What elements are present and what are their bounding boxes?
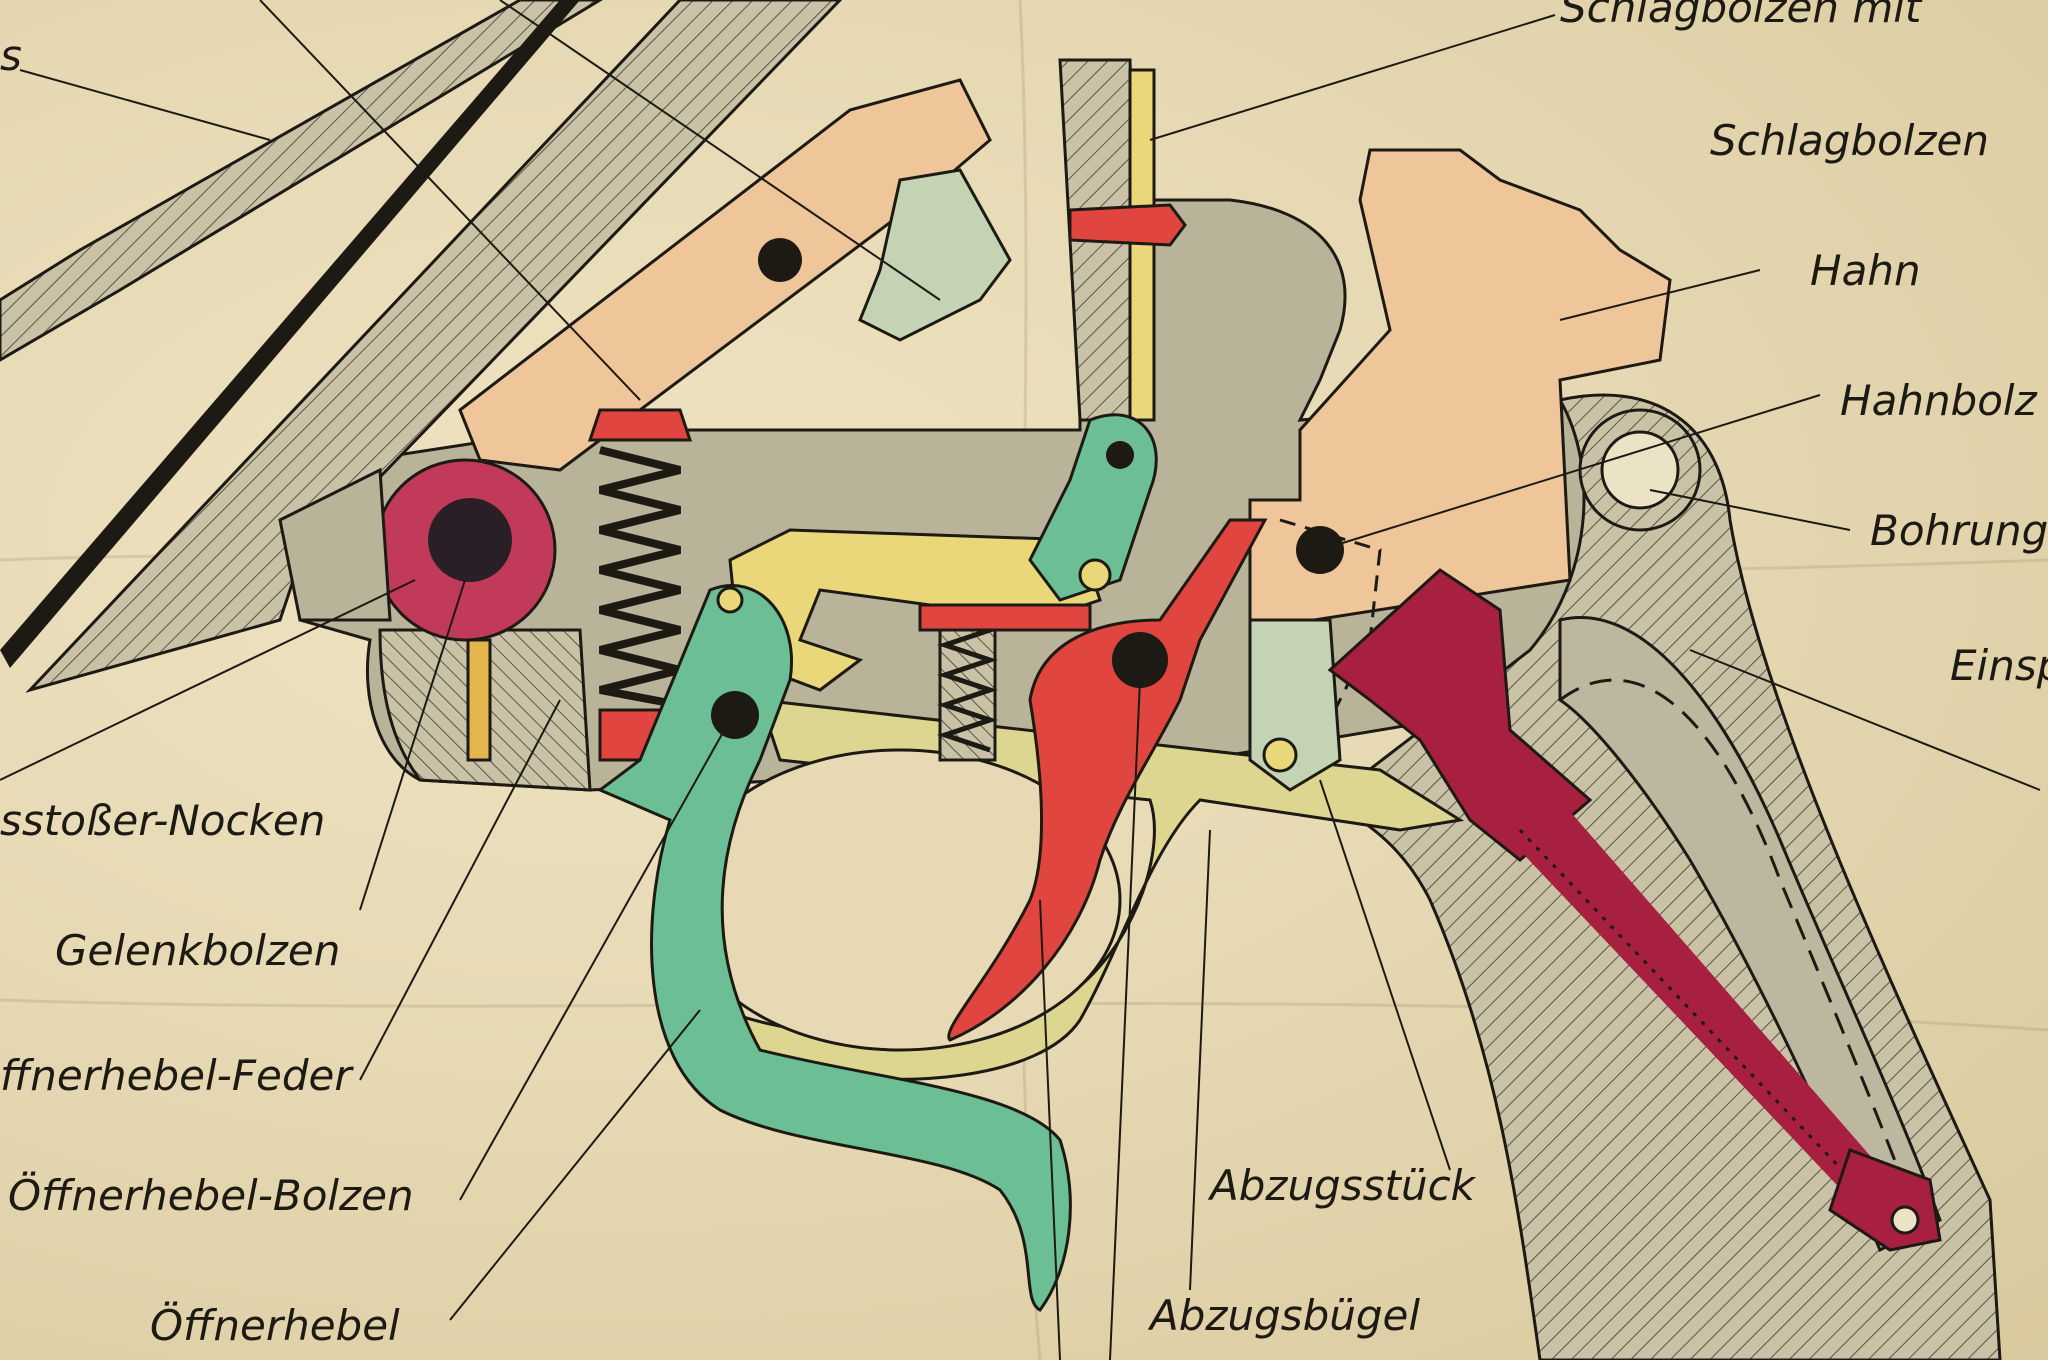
label-nocken: sstoßer-Nocken <box>0 796 325 845</box>
teal-link-pin <box>1106 441 1134 469</box>
sear-hole <box>1262 737 1298 773</box>
screw <box>466 638 492 762</box>
trigger-pin <box>1112 632 1168 688</box>
label-bohrung: Bohrung <box>1870 506 2048 555</box>
firing-pin <box>1068 203 1187 247</box>
bore-inner <box>1600 430 1680 510</box>
barrel-assembly <box>0 0 843 693</box>
grip-dashed-outline <box>1559 678 1912 1201</box>
trigger-spring <box>918 603 1092 762</box>
teal-link-hole <box>1078 558 1112 592</box>
sear <box>1248 618 1342 792</box>
hammer-dashed <box>1279 518 1382 741</box>
label-hahn: Hahn <box>1810 246 1921 295</box>
label-hahnbolzen: Hahnbolz <box>1840 376 2038 425</box>
yellow-lever <box>728 528 1102 692</box>
pale-green-bracket <box>858 168 1012 342</box>
label-oeffnerhebel-feder: ffnerhebel-Feder <box>0 1051 354 1100</box>
label-einsp: Einsp <box>1950 641 2048 690</box>
hammer <box>1248 148 1672 632</box>
grip-inner-panel <box>1558 616 1942 1253</box>
joint-pin <box>428 498 512 582</box>
label-s: s <box>0 31 22 80</box>
cam-guide <box>278 467 392 622</box>
hammer-spring <box>1510 800 1942 1252</box>
slide-pin <box>758 238 802 282</box>
label-oeffnerhebel-bolzen: Öffnerhebel-Bolzen <box>8 1170 414 1220</box>
opener-lever-hole <box>716 586 744 614</box>
trigger <box>947 518 1268 1042</box>
label-schlagbolzen-top: Schlagbolzen mit <box>1560 0 1923 32</box>
label-schlagbolzen: Schlagbolzen <box>1710 116 1989 165</box>
label-oeffnerhebel: Öffnerhebel <box>150 1300 400 1350</box>
label-abzugsstueck: Abzugsstück <box>1207 1161 1477 1210</box>
label-gelenkbolzen: Gelenkbolzen <box>55 926 340 975</box>
label-abzugsbuegel: Abzugsbügel <box>1147 1291 1420 1340</box>
opener-lever-pin <box>711 691 759 739</box>
opener-lever <box>597 584 1072 1312</box>
